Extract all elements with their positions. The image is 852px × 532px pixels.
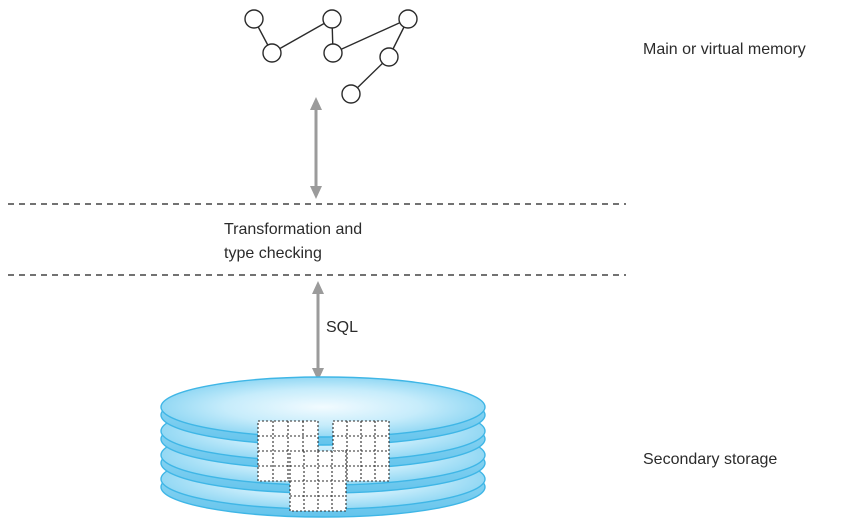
object-node	[379, 47, 399, 67]
table-center	[289, 450, 347, 512]
object-node	[323, 43, 343, 63]
memory-transform-arrow	[310, 97, 322, 199]
main-memory-label: Main or virtual memory	[643, 41, 806, 58]
graph-edge	[271, 18, 333, 54]
object-node	[341, 84, 361, 104]
sql-arrow	[312, 281, 324, 381]
object-node	[322, 9, 342, 29]
graph-edge	[332, 18, 409, 54]
relation-tables	[257, 420, 390, 512]
object-node	[398, 9, 418, 29]
disk-stack	[160, 376, 486, 518]
secondary-storage-label: Secondary storage	[643, 451, 778, 468]
sql-label: SQL	[326, 319, 359, 336]
object-graph	[244, 9, 418, 104]
object-node	[244, 9, 264, 29]
transformation-label-line1: Transformation and	[224, 221, 363, 238]
transformation-label-line2: type checking	[224, 245, 322, 262]
disk-platter-top	[160, 376, 486, 438]
object-node	[262, 43, 282, 63]
